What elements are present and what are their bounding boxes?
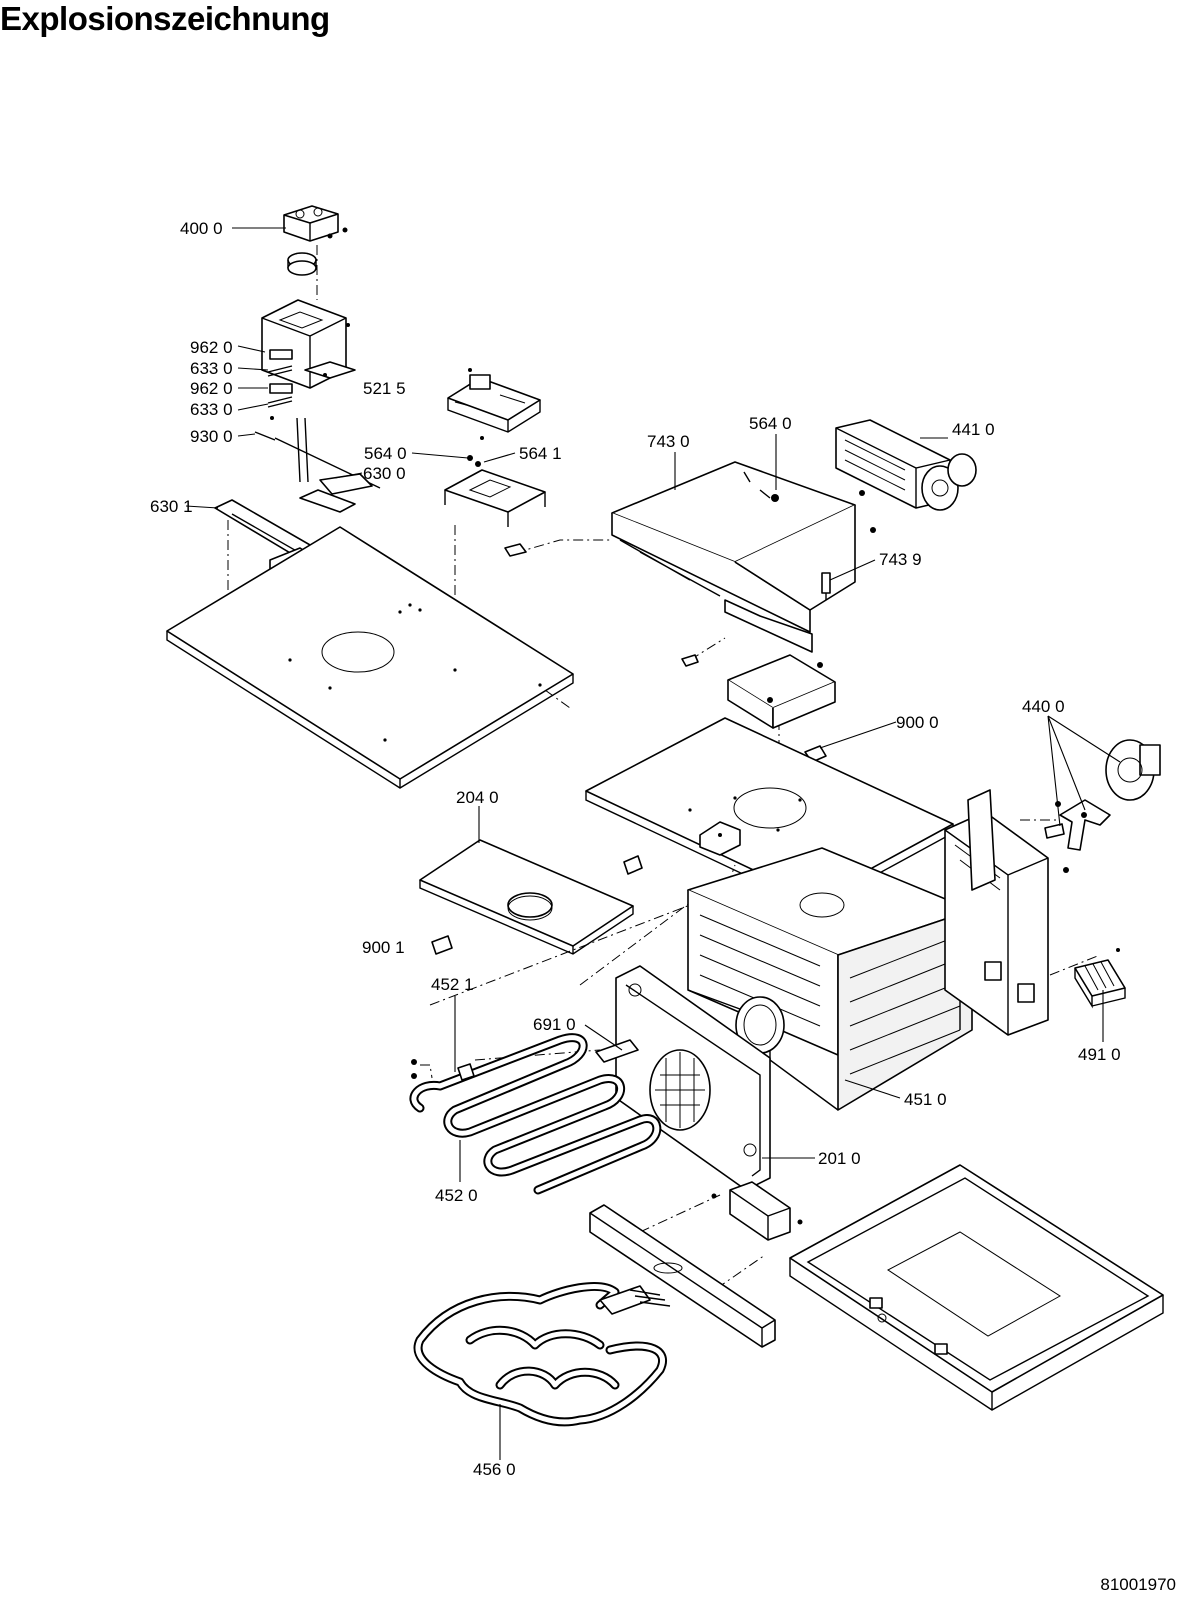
oven-cavity — [687, 847, 973, 1111]
label-564-0-a: 564 0 — [364, 444, 407, 463]
heater-bracket — [711, 1181, 803, 1241]
ring-heater — [409, 1033, 662, 1195]
label-564-0-b: 564 0 — [749, 414, 792, 433]
control-board — [447, 368, 541, 440]
board-bracket — [444, 455, 546, 557]
label-962-0-a: 962 0 — [190, 338, 233, 357]
top-cover-plate — [166, 526, 574, 789]
ceiling-cover — [419, 839, 643, 955]
label-564-1: 564 1 — [519, 444, 562, 463]
label-930-0: 930 0 — [190, 427, 233, 446]
terminal-block — [1074, 948, 1126, 1009]
label-630-1: 630 1 — [150, 497, 193, 516]
label-491-0: 491 0 — [1078, 1045, 1121, 1064]
relay-box — [727, 654, 836, 763]
convection-fan — [1044, 739, 1161, 873]
label-451-0: 451 0 — [904, 1090, 947, 1109]
fan-backwall — [944, 789, 1049, 1036]
leader-lines — [185, 227, 1121, 1460]
label-743-9: 743 9 — [879, 550, 922, 569]
fan-duct-housing — [611, 461, 876, 653]
label-521-5: 521 5 — [363, 379, 406, 398]
fan-cover — [615, 965, 771, 1191]
timer-bracket — [261, 299, 356, 389]
bottom-tray — [789, 1164, 1164, 1411]
bottom-rail — [589, 1204, 776, 1348]
tangential-fan — [835, 419, 977, 511]
label-630-0: 630 0 — [363, 464, 406, 483]
label-900-0: 900 0 — [896, 713, 939, 732]
duct-sensor — [681, 572, 831, 667]
label-633-0-b: 633 0 — [190, 400, 233, 419]
label-201-0: 201 0 — [818, 1149, 861, 1168]
part-labels: 400 0 962 0 633 0 962 0 633 0 521 5 930 … — [150, 219, 1121, 1479]
label-633-0-a: 633 0 — [190, 359, 233, 378]
label-440-0: 440 0 — [1022, 697, 1065, 716]
timer-motor — [283, 205, 348, 276]
label-743-0: 743 0 — [647, 432, 690, 451]
label-691-0: 691 0 — [533, 1015, 576, 1034]
label-400-0: 400 0 — [180, 219, 223, 238]
label-204-0: 204 0 — [456, 788, 499, 807]
label-441-0: 441 0 — [952, 420, 995, 439]
bottom-heater — [413, 1282, 671, 1427]
label-452-0: 452 0 — [435, 1186, 478, 1205]
switch-parts — [267, 349, 293, 420]
label-962-0-b: 962 0 — [190, 379, 233, 398]
label-900-1: 900 1 — [362, 938, 405, 957]
document-number: 81001970 — [1100, 1575, 1176, 1594]
label-452-1: 452 1 — [431, 975, 474, 994]
temperature-sensor — [254, 417, 381, 513]
page-title: Explosionszeichnung — [0, 0, 330, 37]
label-456-0: 456 0 — [473, 1460, 516, 1479]
